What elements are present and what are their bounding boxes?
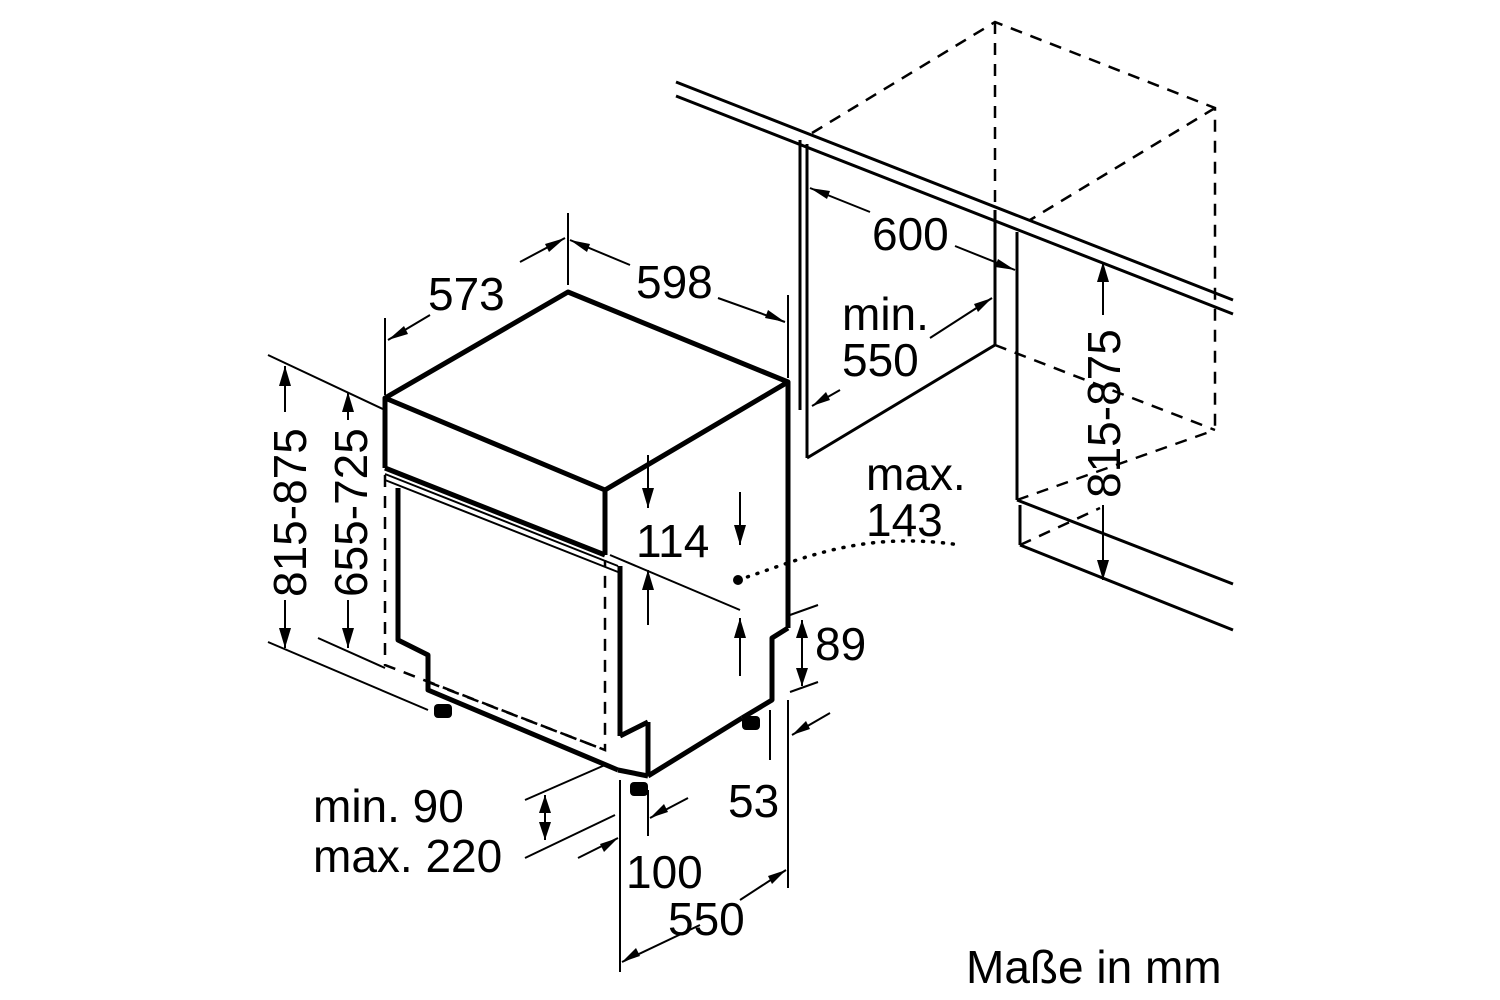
dim-label-550-top: 550 xyxy=(842,334,919,386)
dim-label-height-outer: 815-875 xyxy=(264,428,316,597)
dim-label-max-word: max. xyxy=(866,448,966,500)
foot-front-left xyxy=(434,704,452,718)
dim-label-plinth-max: max. 220 xyxy=(313,830,502,882)
dim-label-600: 600 xyxy=(872,208,949,260)
niche-cabinet xyxy=(675,20,1234,632)
dim-label-89: 89 xyxy=(815,618,866,670)
dim-label-height-inner: 655-725 xyxy=(325,428,377,597)
dim-label-53: 53 xyxy=(728,775,779,827)
dimension-labels: 573 598 600 min. 550 max. 143 114 89 53 … xyxy=(264,208,1222,993)
dim-label-min-word: min. xyxy=(842,288,929,340)
foot-front-right xyxy=(630,782,648,796)
dim-label-114: 114 xyxy=(636,515,709,567)
dim-label-573: 573 xyxy=(428,268,505,320)
dim-label-100: 100 xyxy=(626,846,703,898)
dim-label-143: 143 xyxy=(866,494,943,546)
dim-label-598: 598 xyxy=(636,256,713,308)
units-note: Maße in mm xyxy=(966,941,1222,993)
dim-label-plinth-min: min. 90 xyxy=(313,780,464,832)
dishwasher-body xyxy=(382,289,791,796)
dim-label-550-bottom: 550 xyxy=(668,893,745,945)
dimension-lines xyxy=(267,187,1109,972)
dim-label-height-niche: 815-875 xyxy=(1078,329,1130,498)
foot-rear-right xyxy=(742,716,760,730)
